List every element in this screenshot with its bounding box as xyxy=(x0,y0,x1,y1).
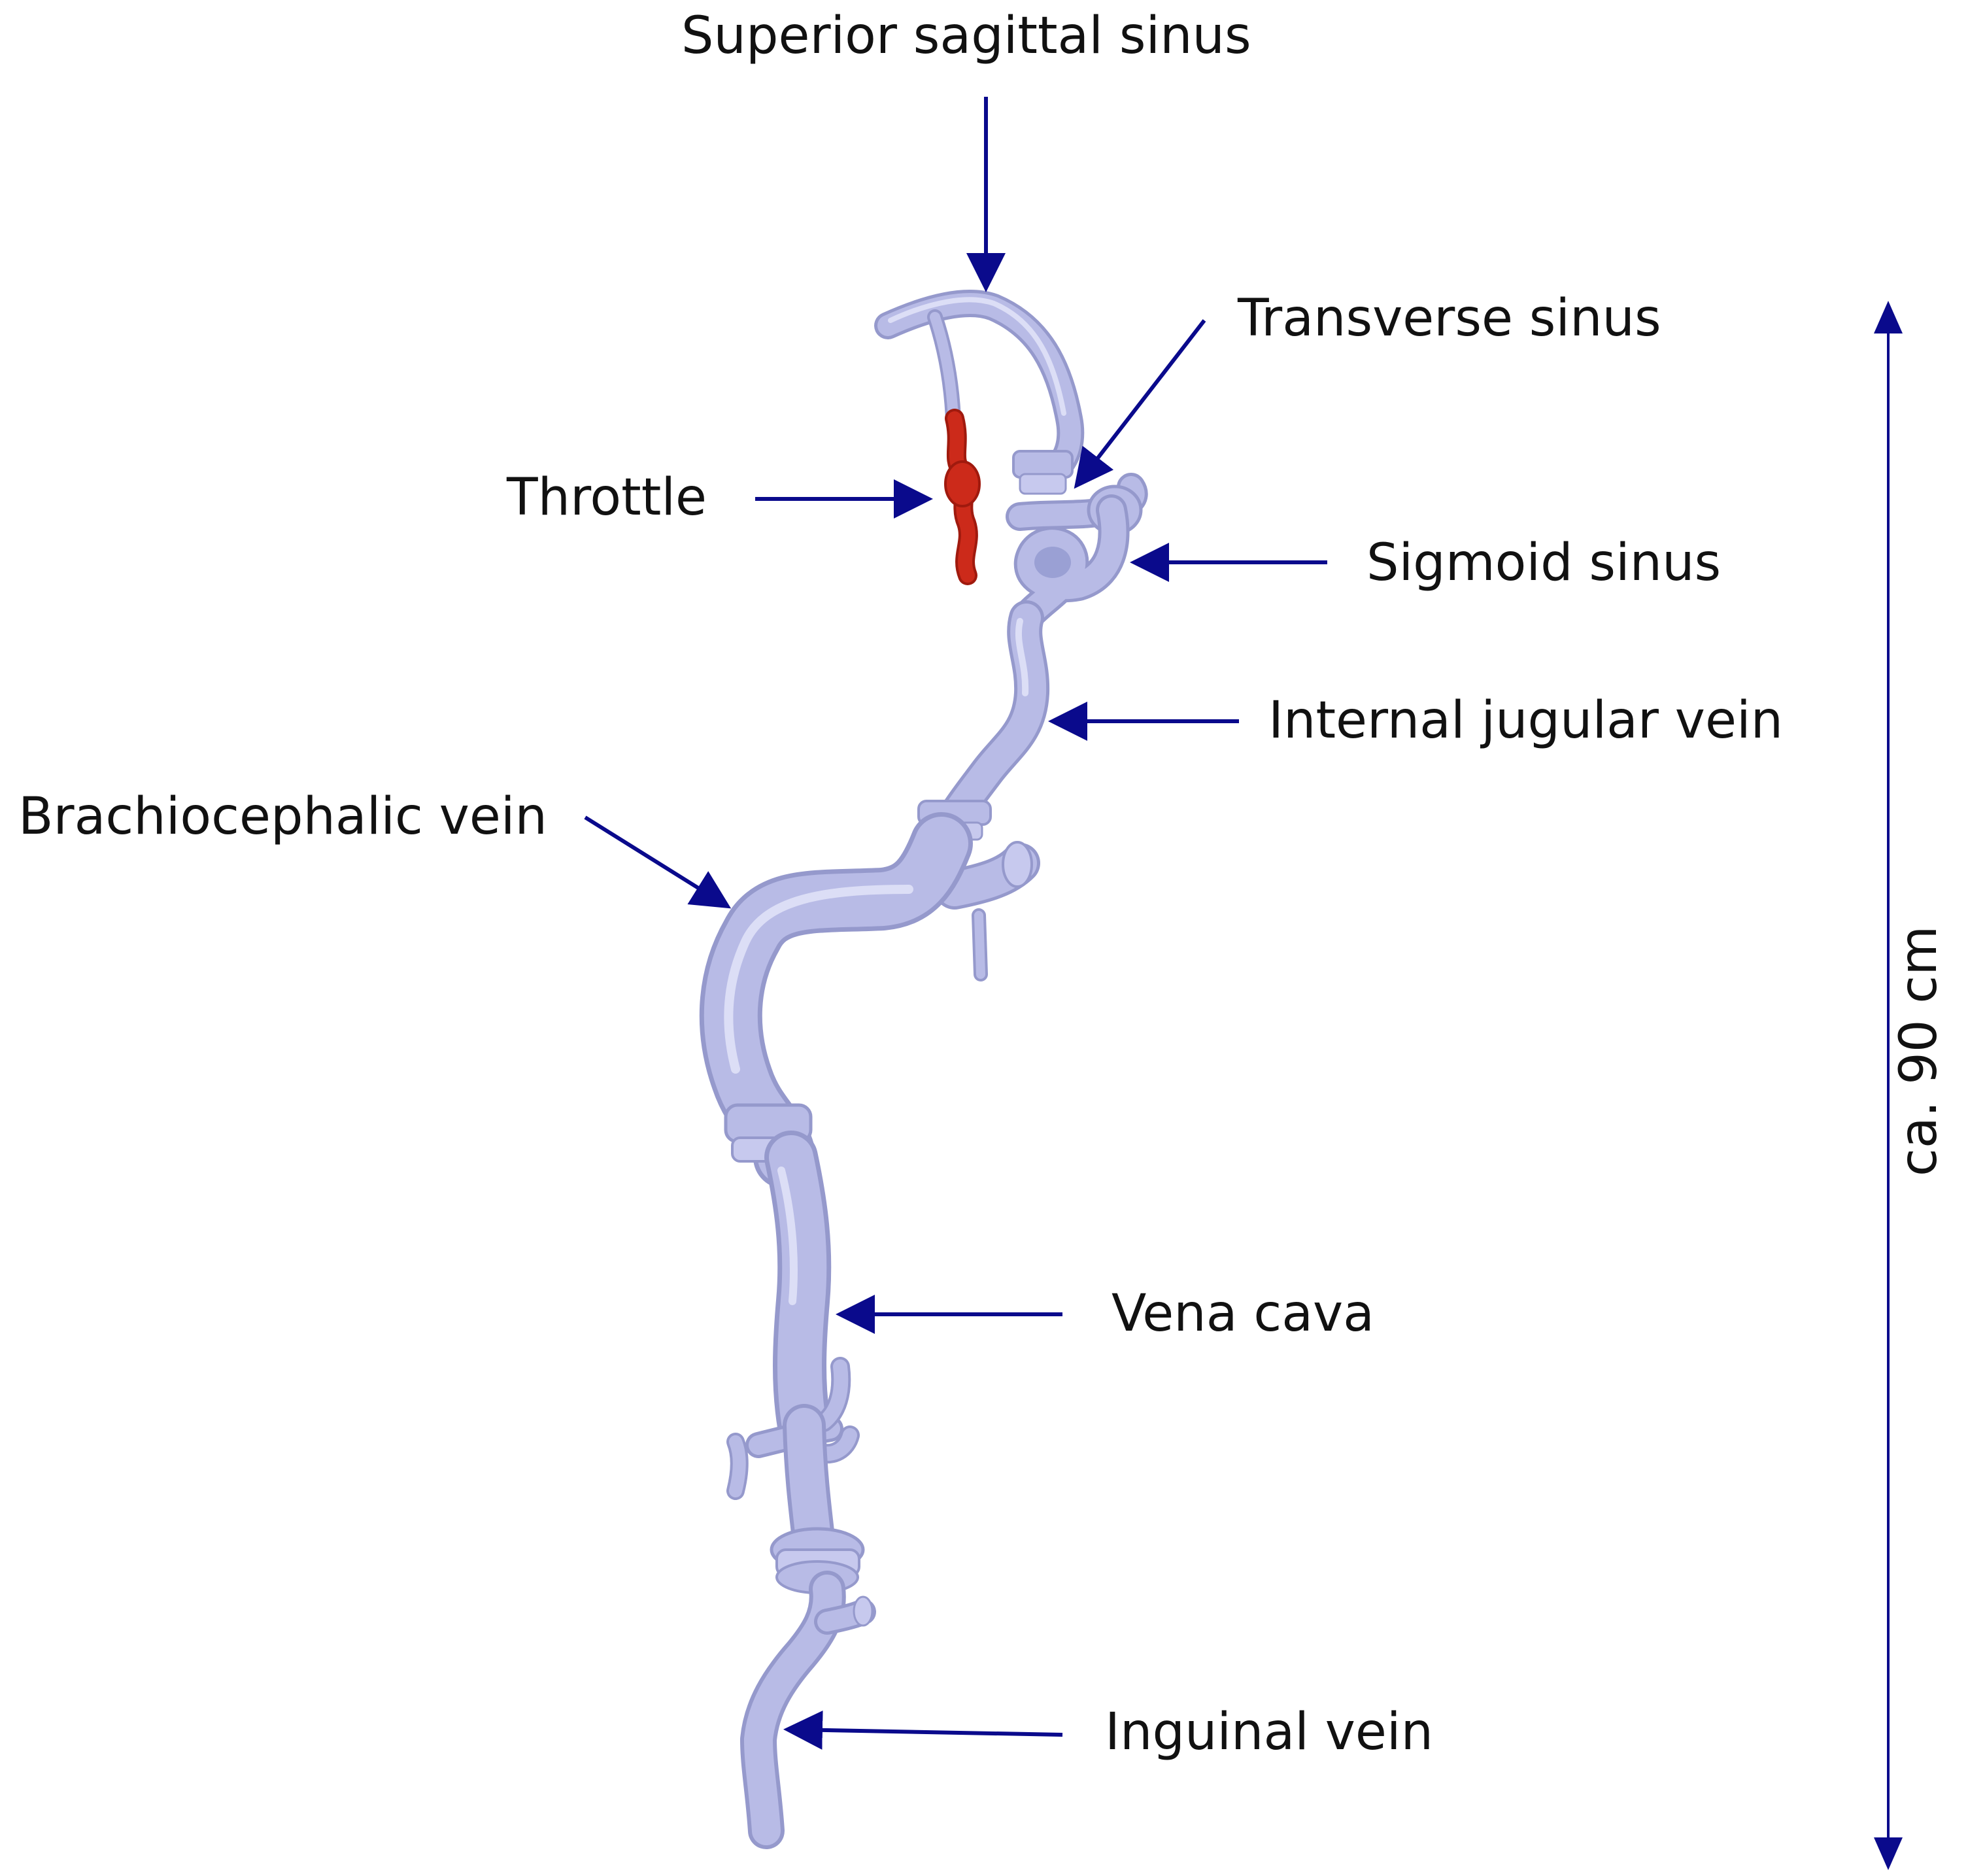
superior-sagittal-sinus-tube xyxy=(874,290,1085,488)
scale-bar xyxy=(1874,301,1903,1870)
vein-model xyxy=(699,290,1148,1849)
throttle-element xyxy=(944,409,981,585)
arrow-inguinal-vein xyxy=(783,1710,1063,1750)
arrow-brachiocephalic-vein xyxy=(584,815,732,909)
vena-cava-tube xyxy=(764,1131,832,1452)
label-vena-cava: Vena cava xyxy=(1111,1284,1374,1343)
side-branch-tube xyxy=(934,841,1040,981)
label-superior-sagittal-sinus: Superior sagittal sinus xyxy=(681,7,1251,65)
scale-arrow-top xyxy=(1874,301,1903,333)
label-inguinal-vein: Inguinal vein xyxy=(1105,1703,1434,1762)
label-internal-jugular-vein: Internal jugular vein xyxy=(1268,691,1784,750)
label-sigmoid-sinus: Sigmoid sinus xyxy=(1366,534,1722,592)
scale-arrow-bottom xyxy=(1874,1837,1903,1870)
label-brachiocephalic-vein: Brachiocephalic vein xyxy=(18,787,547,846)
label-throttle: Throttle xyxy=(507,468,707,527)
scale-length-label: ca. 90 cm xyxy=(1890,925,1948,1176)
label-transverse-sinus: Transverse sinus xyxy=(1238,289,1661,348)
sigmoid-sinus-tube xyxy=(1011,485,1143,634)
arrow-transverse-sinus xyxy=(1074,319,1206,489)
inguinal-vein-tube xyxy=(740,1571,876,1849)
annotation-arrows xyxy=(584,97,1327,1750)
vena-cava-lower-tube xyxy=(783,1404,836,1565)
transverse-flange xyxy=(1012,450,1074,495)
thin-branch-tube xyxy=(927,309,961,426)
